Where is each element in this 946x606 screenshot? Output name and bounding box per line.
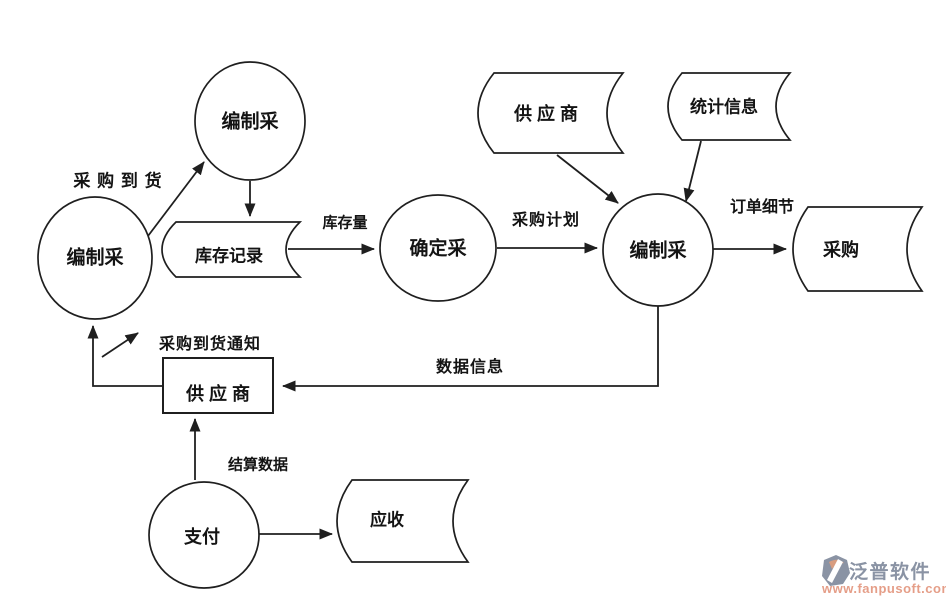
watermark-url: www.fanpusoft.com	[822, 581, 946, 596]
entity-supplier	[162, 357, 274, 414]
label-process-confirm: 确定采	[409, 238, 467, 260]
fanpu-logo-icon	[822, 555, 850, 586]
watermark-brand: 泛普软件	[849, 562, 932, 583]
label-edge-settlement-data: 结算数据	[227, 456, 289, 474]
label-datastore-stats-info: 统计信息	[690, 97, 758, 117]
label-process-compile-order: 编制采	[629, 240, 687, 262]
label-datastore-purchase: 采购	[823, 240, 859, 260]
label-datastore-inventory-record: 库存记录	[195, 246, 263, 266]
label-entity-supplier: 供 应 商	[185, 384, 251, 404]
label-edge-order-detail: 订单细节	[729, 199, 795, 216]
label-process-compile-left: 编制采	[66, 247, 124, 269]
label-process-payment: 支付	[184, 527, 220, 547]
datastore-stats-info	[667, 72, 792, 141]
label-edge-purchase-arrival: 采 购 到 货	[73, 171, 163, 191]
datastore-supplier	[477, 72, 625, 154]
process-compile-left	[37, 196, 153, 320]
arrow-arrival-to-compile-top	[147, 161, 205, 237]
datastore-purchase	[792, 206, 924, 292]
arrow-supplier-store-to-compile-order	[556, 154, 619, 204]
label-edge-data-info: 数据信息	[435, 359, 505, 376]
label-edge-purchase-plan: 采购计划	[511, 212, 581, 229]
label-datastore-supplier: 供 应 商	[513, 104, 579, 124]
process-compile-top	[194, 61, 306, 181]
label-edge-arrival-notice: 采购到货通知	[158, 336, 262, 353]
label-datastore-receivable: 应收	[370, 510, 404, 530]
label-process-compile-top: 编制采	[221, 111, 279, 133]
arrow-compile-order-to-supplier-entity	[282, 306, 659, 392]
arrow-stats-to-compile-order	[683, 140, 702, 202]
process-payment	[148, 481, 260, 589]
datastore-receivable	[336, 479, 470, 563]
process-confirm	[379, 194, 497, 302]
arrow-arrival-notice	[101, 332, 139, 358]
label-edge-inventory-qty: 库存量	[322, 214, 368, 232]
arrow-supplier-entity-to-compile-left	[87, 325, 163, 387]
datastore-inventory-record	[161, 221, 303, 278]
